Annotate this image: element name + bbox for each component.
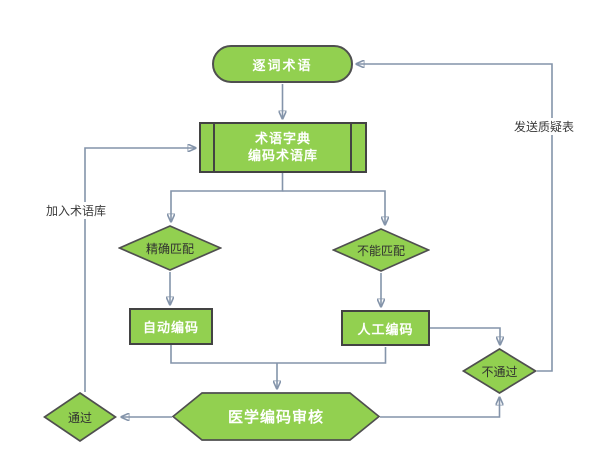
dictionary-label-line1: 术语字典 xyxy=(254,131,311,147)
decision-cannot-match-label: 不能匹配 xyxy=(356,243,405,258)
node-terminology-dictionary: 术语字典 编码术语库 xyxy=(199,122,367,173)
node-start-label: 逐词术语 xyxy=(252,58,313,74)
node-start-terminator: 逐词术语 xyxy=(212,45,353,83)
dictionary-label-line2: 编码术语库 xyxy=(247,148,318,164)
decision-cannot-match: 不能匹配 xyxy=(332,228,430,272)
hexagon-shape xyxy=(172,392,380,441)
diamond-shape xyxy=(462,348,537,394)
review-label: 医学编码审核 xyxy=(227,408,324,426)
decision-exact-match: 精确匹配 xyxy=(118,225,222,271)
process-auto-coding-label: 自动编码 xyxy=(142,321,199,336)
decision-pass: 通过 xyxy=(43,392,117,442)
node-medical-coding-review: 医学编码审核 xyxy=(172,392,380,441)
diamond-shape xyxy=(332,228,430,272)
decision-exact-match-label: 精确匹配 xyxy=(145,241,194,256)
decision-pass-label: 通过 xyxy=(67,410,92,425)
process-auto-coding: 自动编码 xyxy=(129,308,213,345)
decision-fail-label: 不通过 xyxy=(481,364,518,379)
edge-label-add-to-termbase: 加入术语库 xyxy=(44,202,109,219)
process-manual-coding-label: 人工编码 xyxy=(357,322,414,338)
edge-label-send-query-form: 发送质疑表 xyxy=(512,118,577,135)
process-manual-coding: 人工编码 xyxy=(341,310,430,346)
diamond-shape xyxy=(118,225,222,271)
decision-fail: 不通过 xyxy=(462,348,537,394)
diamond-shape xyxy=(43,392,117,442)
